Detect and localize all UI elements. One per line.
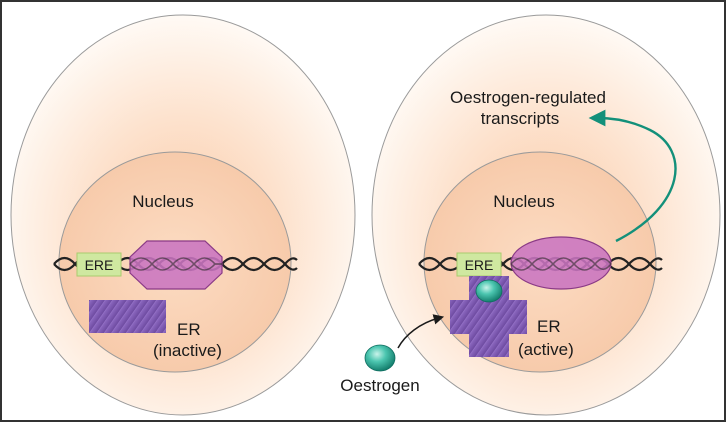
right-er-state: (active) <box>518 340 574 359</box>
bound-oestrogen-icon <box>475 279 503 303</box>
oestrogen-entry-arrow <box>397 314 445 349</box>
oestrogen-label: Oestrogen <box>340 376 419 395</box>
left-er-inactive <box>89 300 166 333</box>
left-er-state: (inactive) <box>153 341 222 360</box>
right-dna-overlay <box>510 257 612 271</box>
left-cell: Nucleus ERE ER (inactive) <box>10 14 356 416</box>
right-er-active <box>450 276 527 357</box>
left-er-label: ER <box>177 320 201 339</box>
transcription-arrow <box>588 109 677 243</box>
free-oestrogen-icon <box>364 344 396 372</box>
left-dna-overlay <box>129 257 222 271</box>
transcripts-label-line1: Oestrogen-regulated <box>450 88 606 107</box>
right-ere-label: ERE <box>465 257 494 273</box>
left-ere-box <box>76 252 122 277</box>
right-er-label: ER <box>537 317 561 336</box>
left-nucleus-label: Nucleus <box>132 192 193 211</box>
right-nucleus-label: Nucleus <box>493 192 554 211</box>
left-ere-label: ERE <box>85 257 114 273</box>
transcripts-label-line2: transcripts <box>481 109 559 128</box>
left-coactivator-octagon <box>129 240 223 290</box>
right-cell: Nucleus Oestrogen-regulated transcripts … <box>340 14 721 416</box>
